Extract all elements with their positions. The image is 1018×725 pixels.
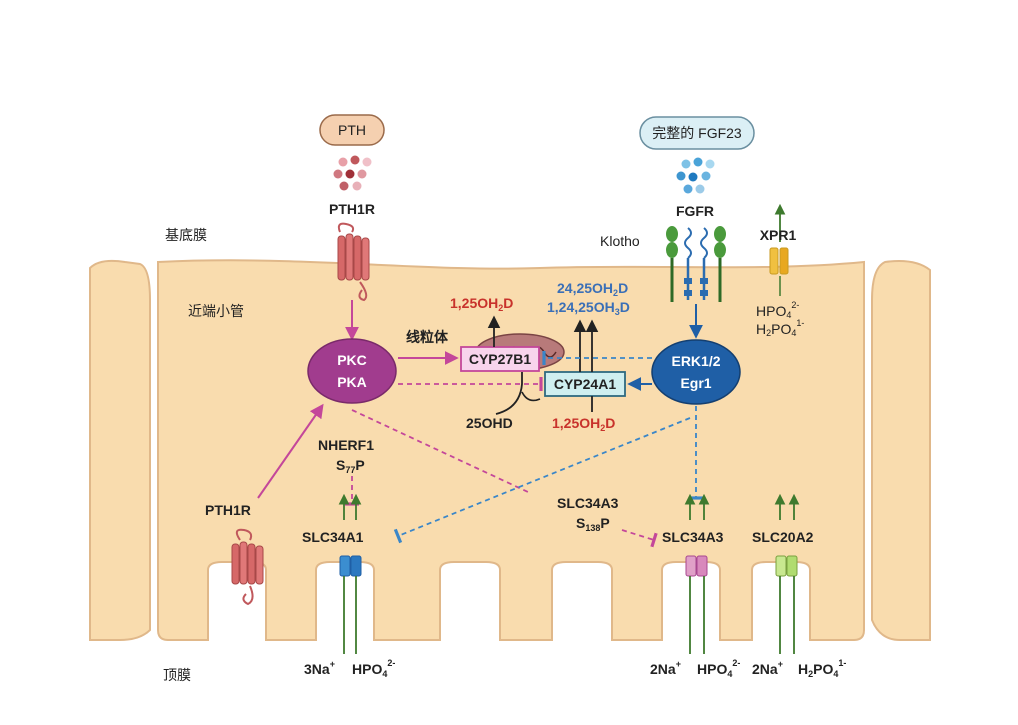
m2425-label: 24,25OH2D [557, 280, 628, 298]
mitochondria-label: 线粒体 [406, 329, 449, 345]
slc34a3-label: SLC34A3 [662, 529, 724, 545]
25ohd-label: 25OHD [466, 415, 513, 431]
nherf1-label: NHERF1 [318, 437, 374, 453]
pka-label: PKA [337, 374, 367, 390]
basement-membrane-label: 基底膜 [165, 227, 207, 243]
ion-hpo4-1-label: HPO42- [352, 658, 395, 679]
pth-label: PTH [338, 122, 366, 138]
slc34a1-transporter-icon [338, 493, 362, 654]
ion-h2po4-label: H2PO41- [798, 658, 846, 679]
slc20a2-label: SLC20A2 [752, 529, 814, 545]
pth1r-bottom-receptor-icon [231, 528, 264, 606]
cyp27b1-label: CYP27B1 [469, 351, 531, 367]
slc34a1-label: SLC34A1 [302, 529, 364, 545]
ion-3na-label: 3Na+ [304, 659, 335, 677]
pkc-pka-node: PKC PKA [307, 338, 397, 404]
pth1r-bottom-label: PTH1R [205, 502, 251, 518]
xpr1-hpo4-label: HPO42- [756, 300, 799, 320]
fgf23-ligand: 完整的 FGF23 [639, 116, 755, 194]
proximal-tubule-label: 近端小管 [188, 303, 244, 319]
xpr1-h2po4-label: H2PO41- [756, 318, 804, 338]
fgf23-label: 完整的 FGF23 [652, 125, 742, 141]
egr1-label: Egr1 [680, 375, 711, 391]
ion-2na-2-label: 2Na+ [752, 659, 783, 677]
pth1r-top-label: PTH1R [329, 201, 375, 217]
fgfr-klotho-receptor-icon [666, 226, 726, 302]
erk-egr1-node: ERK1/2 Egr1 [651, 339, 741, 405]
xpr1-label: XPR1 [760, 227, 797, 243]
ion-hpo4-2-label: HPO42- [697, 658, 740, 679]
slc34a3-transporter-icon [684, 493, 710, 654]
pkc-label: PKC [337, 352, 367, 368]
xpr1-transporter-icon [769, 203, 789, 296]
apical-membrane-label: 顶膜 [163, 667, 191, 683]
ion-2na-1-label: 2Na+ [650, 659, 681, 677]
pth-ligand: PTH [319, 114, 385, 191]
erk-label: ERK1/2 [671, 353, 720, 369]
s138p-label: S138P [576, 515, 610, 533]
slc34a3-upper-label: SLC34A3 [557, 495, 619, 511]
s77p-label: S77P [336, 457, 365, 475]
calcitriol-top-label: 1,25OH2D [450, 295, 513, 313]
fgfr-label: FGFR [676, 203, 714, 219]
slc20a2-transporter-icon [774, 493, 800, 654]
cyp27b1-enzyme: CYP27B1 [460, 346, 540, 372]
m12425-label: 1,24,25OH3D [547, 299, 630, 317]
calcitriol-bottom-label: 1,25OH2D [552, 415, 615, 433]
cyp24a1-label: CYP24A1 [554, 376, 616, 392]
pth1r-top-receptor-icon [337, 222, 370, 302]
klotho-label: Klotho [600, 233, 640, 249]
cyp24a1-enzyme: CYP24A1 [544, 371, 626, 397]
